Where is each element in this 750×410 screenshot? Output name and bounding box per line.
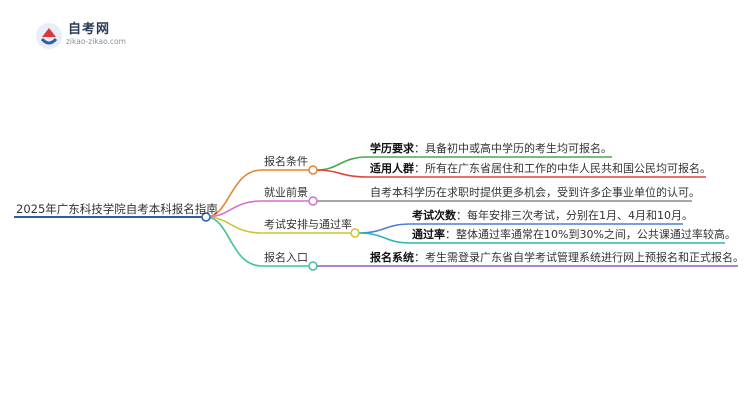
edge-root-branch2 xyxy=(205,200,263,218)
branch-2-label[interactable]: 就业前景 xyxy=(264,186,308,199)
edge-branch3-leaf2 xyxy=(357,232,411,244)
leaf-education-requirement[interactable]: 学历要求：具备初中或高中学历的考生均可报名。 xyxy=(370,142,612,156)
leaf-key: 通过率 xyxy=(412,228,445,241)
branch-4-label[interactable]: 报名入口 xyxy=(264,251,308,264)
leaf-registration-system[interactable]: 报名系统：考生需登录广东省自学考试管理系统进行网上预报名和正式报名。 xyxy=(370,251,744,265)
leaf-key: 报名系统 xyxy=(370,251,414,264)
leaf-text: 每年安排三次考试，分别在1月、4月和10月。 xyxy=(467,209,693,222)
leaf-separator: ： xyxy=(456,209,467,222)
leaf-separator: ： xyxy=(445,228,456,241)
edge-root-branch4 xyxy=(205,216,263,267)
leaf-career-prospects[interactable]: 自考本科学历在求职时提供更多机会，受到许多企事业单位的认可。 xyxy=(370,186,700,200)
branch-3-label[interactable]: 考试安排与通过率 xyxy=(264,218,352,231)
branch3-node-dot xyxy=(350,228,360,238)
leaf-text: 整体通过率通常在10%到30%之间，公共课通过率较高。 xyxy=(456,228,736,241)
leaf-text: 自考本科学历在求职时提供更多机会，受到许多企事业单位的认可。 xyxy=(370,186,700,199)
leaf-exam-times[interactable]: 考试次数：每年安排三次考试，分别在1月、4月和10月。 xyxy=(412,209,693,223)
edge-branch3-leaf1 xyxy=(357,223,411,234)
branch2-node-dot xyxy=(308,196,318,206)
edge-branch1-leaf1 xyxy=(315,156,369,171)
logo-subtitle: zikao-zikao.com xyxy=(66,37,126,46)
branch4-node-dot xyxy=(308,261,318,271)
leaf-text: 具备初中或高中学历的考生均可报名。 xyxy=(425,142,612,155)
branch-1-label[interactable]: 报名条件 xyxy=(264,155,308,168)
edge-branch1-leaf2 xyxy=(315,169,369,178)
leaf-key: 学历要求 xyxy=(370,142,414,155)
leaf-key: 考试次数 xyxy=(412,209,456,222)
leaf-key: 适用人群 xyxy=(370,162,414,175)
branch1-node-dot xyxy=(308,165,318,175)
leaf-pass-rate[interactable]: 通过率：整体通过率通常在10%到30%之间，公共课通过率较高。 xyxy=(412,228,736,242)
leaf-text: 所有在广东省居住和工作的中华人民共和国公民均可报名。 xyxy=(425,162,711,175)
root-node-dot xyxy=(201,212,211,222)
root-topic[interactable]: 2025年广东科技学院自考本科报名指南 xyxy=(16,202,218,216)
site-logo[interactable] xyxy=(34,19,174,51)
leaf-separator: ： xyxy=(414,162,425,175)
edge-root-branch1 xyxy=(205,169,263,218)
leaf-applicable-group[interactable]: 适用人群：所有在广东省居住和工作的中华人民共和国公民均可报名。 xyxy=(370,162,711,176)
leaf-text: 考生需登录广东省自学考试管理系统进行网上预报名和正式报名。 xyxy=(425,251,744,264)
leaf-separator: ： xyxy=(414,251,425,264)
logo-icon xyxy=(36,23,62,49)
logo-title: 自考网 xyxy=(68,22,111,37)
leaf-separator: ： xyxy=(414,142,425,155)
